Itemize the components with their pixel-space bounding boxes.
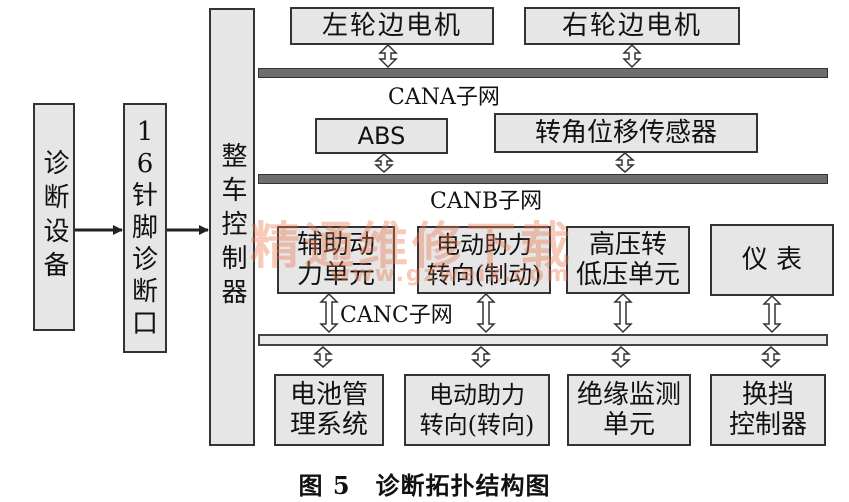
insulation-box: 绝缘监测 单元 (567, 374, 691, 446)
diag-port-box: 16针脚诊断口 (123, 103, 167, 353)
vcu-label: 整车控制器 (217, 142, 247, 312)
instrument-box: 仪 表 (710, 224, 834, 296)
link-right-motor-cana (622, 43, 642, 69)
link-insulation-canc (611, 346, 631, 368)
cana-bus (258, 68, 828, 78)
diag-port-label: 16针脚诊断口 (131, 117, 158, 339)
dcdc-box: 高压转 低压单元 (566, 226, 690, 294)
diag-device-box: 诊断设备 (33, 103, 75, 331)
watermark-url: www.gzweix.com (330, 262, 571, 287)
link-gear-canc (761, 346, 781, 368)
canc-bus (258, 334, 828, 346)
figure-caption: 图 5 诊断拓扑结构图 (298, 471, 551, 500)
link-eps-steer-canc (471, 346, 491, 368)
canb-label: CANB子网 (430, 189, 543, 214)
bms-box: 电池管 理系统 (274, 374, 384, 446)
link-instrument-canc (762, 294, 782, 334)
eps-steer-box: 电动助力 转向(转向) (404, 374, 550, 446)
link-bms-canc (313, 346, 333, 368)
left-motor-box: 左轮边电机 (290, 7, 494, 45)
link-left-motor-cana (378, 43, 398, 69)
canc-label: CANC子网 (340, 303, 453, 328)
abs-box: ABS (315, 118, 448, 154)
vcu-box: 整车控制器 (209, 8, 255, 446)
link-abs-canb (374, 153, 394, 173)
gear-ctrl-box: 换挡 控制器 (710, 374, 826, 446)
watermark: 精通维修下载 (250, 217, 574, 275)
eps-brake-box: 电动助力 转向(制动) (417, 226, 551, 294)
canb-bus (258, 174, 828, 184)
link-eps-brake-canc (476, 292, 496, 334)
link-angle-canb (615, 152, 635, 173)
angle-sensor-box: 转角位移传感器 (494, 113, 758, 153)
link-aux-canc (319, 292, 339, 334)
diag-device-label: 诊断设备 (39, 149, 69, 285)
link-dcdc-canc (613, 292, 633, 334)
cana-label: CANA子网 (388, 85, 500, 110)
aux-power-box: 辅助动 力单元 (277, 226, 395, 294)
